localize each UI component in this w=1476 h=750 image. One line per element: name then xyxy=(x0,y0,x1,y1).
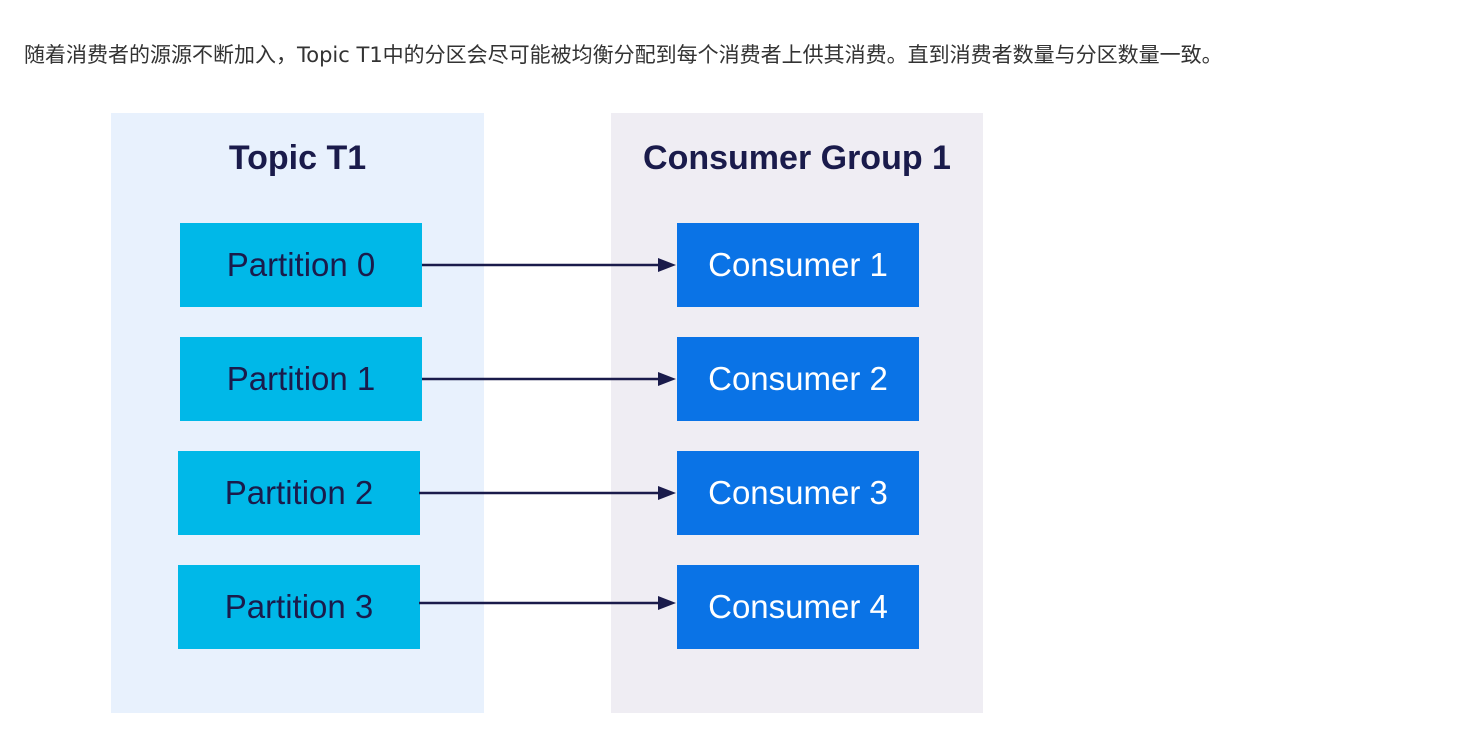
intro-paragraph: 随着消费者的源源不断加入，Topic T1中的分区会尽可能被均衡分配到每个消费者… xyxy=(24,43,1223,67)
consumer-box-1: Consumer 1 xyxy=(677,223,919,307)
consumer-group-title: Consumer Group 1 xyxy=(643,139,951,177)
consumer-box-2: Consumer 2 xyxy=(677,337,919,421)
topic-title: Topic T1 xyxy=(228,139,367,177)
consumer-box-4: Consumer 4 xyxy=(677,565,919,649)
partition-box-2: Partition 2 xyxy=(178,451,420,535)
partition-box-0: Partition 0 xyxy=(180,223,422,307)
partition-box-1: Partition 1 xyxy=(180,337,422,421)
partition-box-3: Partition 3 xyxy=(178,565,420,649)
consumer-box-3: Consumer 3 xyxy=(677,451,919,535)
